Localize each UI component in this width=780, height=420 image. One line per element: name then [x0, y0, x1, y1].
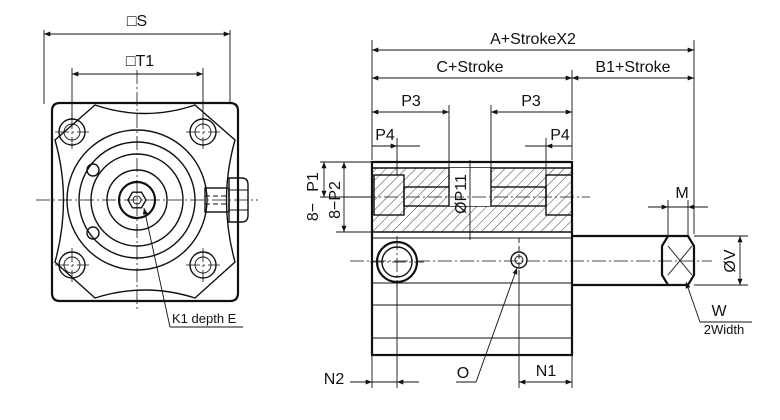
label-p4-right: P4	[550, 127, 570, 144]
end-view-boss-upper	[86, 163, 100, 177]
dimension-n1: N1	[518, 270, 573, 388]
dimension-square-t1: □T1	[71, 53, 204, 119]
label-n1: N1	[536, 363, 557, 380]
dimension-a-stroke-x2: A+StrokeX2	[371, 31, 695, 234]
label-p3-left: P3	[401, 93, 421, 110]
dimension-m: M	[648, 185, 708, 236]
label-8-p2: 8−P2	[327, 181, 344, 219]
label-k1-depth-e: K1 depth E	[172, 311, 237, 326]
dimension-p1-p2: P1 8−P2 8−	[305, 161, 372, 233]
dimension-phi-v: ØV	[694, 235, 748, 286]
label-a-stroke-x2: A+StrokeX2	[490, 31, 576, 48]
dimension-p4-left: P4	[372, 127, 420, 175]
leader-o: O	[456, 267, 518, 383]
cylinder-body-outline	[370, 160, 574, 357]
label-phi-p11: ØP11	[453, 174, 470, 214]
end-view-boss-lower	[86, 226, 100, 240]
dimension-c-stroke: C+Stroke	[372, 59, 573, 160]
label-phi-v: ØV	[722, 249, 739, 272]
dimension-n2: N2	[324, 282, 419, 388]
label-o: O	[457, 365, 469, 382]
dimension-p3-right: P3	[490, 93, 572, 168]
end-view-inner-profile	[54, 104, 236, 299]
right-port-bore	[545, 174, 573, 216]
label-2width: 2Width	[704, 322, 744, 337]
sectioned-top-region	[340, 160, 590, 240]
label-c-stroke: C+Stroke	[436, 59, 503, 76]
label-p3-right: P3	[521, 93, 541, 110]
dimension-w-2width: W 2Width	[685, 281, 752, 337]
label-b1-stroke: B1+Stroke	[595, 59, 670, 76]
label-p1: P1	[305, 172, 322, 192]
rod-end-hex	[660, 234, 696, 287]
label-8: 8−	[305, 203, 322, 221]
dimension-square-s: □S	[43, 13, 231, 104]
dimension-p4-right: P4	[525, 127, 572, 175]
leader-k1-depth-e: K1 depth E	[142, 207, 243, 328]
label-square-t1: □T1	[126, 53, 154, 70]
label-n2: N2	[324, 371, 345, 388]
end-view-body-outline	[50, 101, 240, 303]
label-p4-left: P4	[375, 127, 395, 144]
orifice-o	[510, 238, 528, 276]
label-square-s: □S	[127, 13, 147, 30]
side-view: A+StrokeX2 C+Stroke B1+Stroke P3 P3	[305, 31, 752, 388]
dimension-b1-stroke: B1+Stroke	[572, 59, 694, 81]
label-w: W	[711, 303, 727, 320]
knurled-screw	[370, 236, 424, 288]
end-view: □S □T1 K1 depth E	[36, 13, 258, 328]
dimension-p3-left: P3	[372, 93, 450, 168]
label-m: M	[675, 185, 688, 202]
